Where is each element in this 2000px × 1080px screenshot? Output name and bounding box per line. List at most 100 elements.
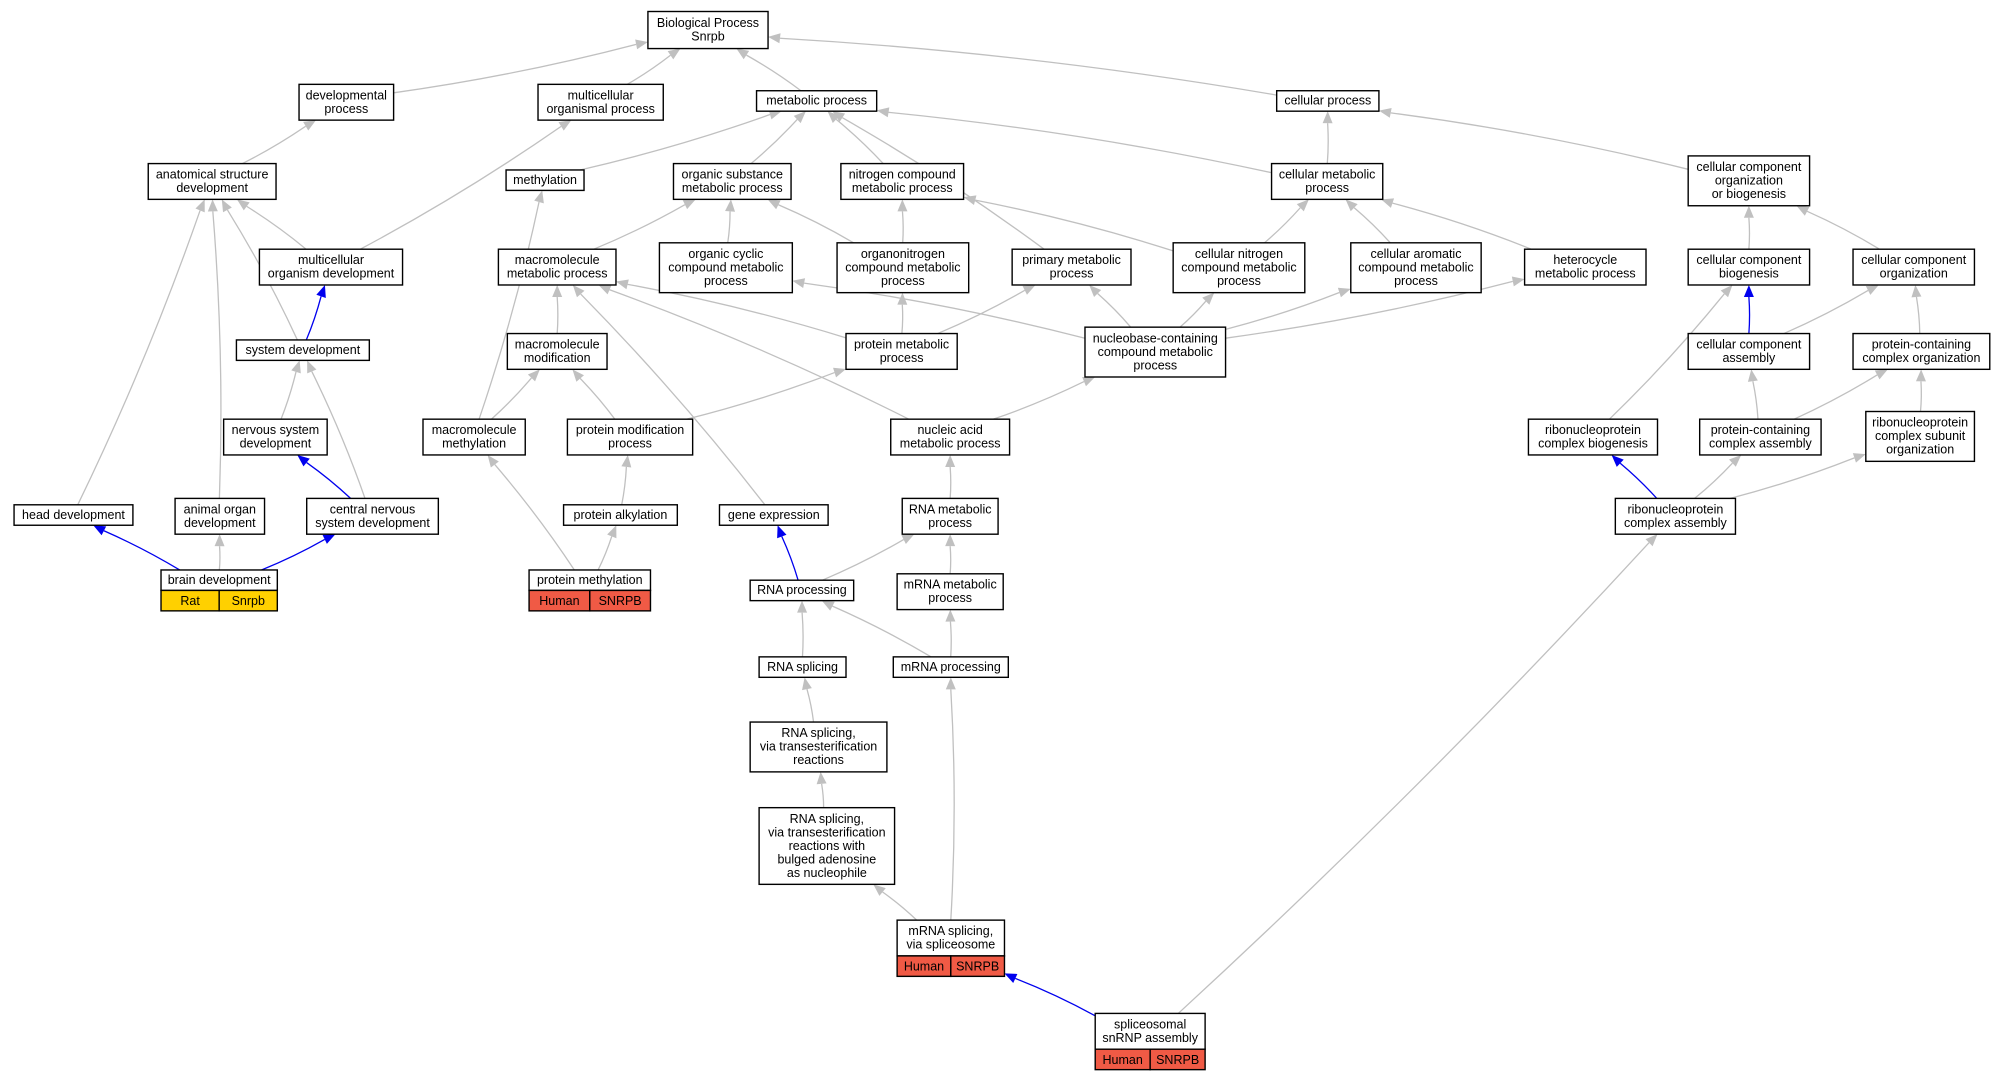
term-box — [892, 656, 1010, 679]
term-node-geneexp[interactable]: gene expression — [718, 504, 829, 526]
edge-rnpassem-to-rnpbio — [1611, 454, 1658, 499]
term-label-line: complex subunit — [1875, 429, 1966, 443]
term-label-line: mRNA processing — [901, 660, 1001, 674]
term-label-line: cellular metabolic — [1279, 167, 1376, 181]
term-node-rnasplicetrans[interactable]: RNA splicing,via transesterificationreac… — [749, 721, 888, 773]
term-label-line: process — [881, 274, 925, 288]
term-node-mrnaproc[interactable]: mRNA processing — [892, 656, 1010, 679]
term-node-cellproc[interactable]: cellular process — [1275, 90, 1380, 112]
edge-line — [1915, 296, 1921, 334]
term-label-line: organization — [1886, 443, 1954, 457]
edge-arrowhead — [792, 278, 806, 289]
edge-line — [1390, 112, 1689, 170]
term-label-line: protein methylation — [537, 573, 643, 587]
term-box — [901, 497, 999, 535]
term-label-line: bulged adenosine — [777, 852, 876, 866]
edge-rnpbio-to-ccbio — [1608, 284, 1733, 420]
edge-line — [306, 462, 352, 499]
edge-arrowhead — [802, 677, 812, 691]
term-node-rnasplice[interactable]: RNA splicing — [758, 656, 847, 679]
tag-label: Snrpb — [232, 594, 265, 608]
edge-protcomporg-to-ccorg — [1911, 284, 1922, 334]
edge-protalk-to-protmod — [621, 454, 632, 505]
edge-arrowhead — [945, 609, 956, 622]
edge-line — [246, 205, 307, 250]
term-node-protalk[interactable]: protein alkylation — [562, 504, 679, 526]
edge-line — [781, 536, 799, 581]
term-label-line: nitrogen compound — [849, 167, 956, 181]
term-node-rnasplicebulged[interactable]: RNA splicing,via transesterificationreac… — [758, 806, 896, 886]
edge-arrowhead — [1865, 284, 1879, 295]
edge-anat-to-devproc — [242, 120, 317, 165]
term-node-metab[interactable]: metabolic process — [755, 90, 878, 112]
tag-label: Human — [539, 594, 579, 608]
edge-line — [1730, 457, 1855, 500]
edge-line — [593, 204, 686, 250]
term-label-line: mRNA metabolic — [904, 578, 997, 592]
term-label-line: anatomical structure — [156, 167, 269, 181]
annotation-tag: SNRPB — [589, 589, 652, 612]
term-box — [537, 83, 664, 121]
edge-ccassem-to-ccbio — [1743, 284, 1754, 334]
edge-line — [1752, 381, 1759, 420]
edge-line — [579, 378, 616, 420]
term-label-line: cellular component — [1696, 160, 1801, 174]
term-label-line: metabolic process — [1535, 267, 1636, 281]
edge-nucbase-to-cellnitro — [1179, 292, 1215, 328]
edge-mrnasplice-to-mrnaproc — [945, 677, 956, 921]
annotation-tag: SNRPB — [950, 955, 1006, 978]
edge-protmethyl-to-protalk — [597, 525, 617, 571]
term-node-rnaproc[interactable]: RNA processing — [749, 579, 855, 602]
edge-line — [1015, 977, 1096, 1017]
edge-arrowhead — [552, 284, 563, 297]
edge-arrowhead — [635, 39, 648, 50]
edge-line — [1353, 207, 1391, 244]
term-node-methyl[interactable]: methylation — [505, 169, 585, 192]
edge-line — [949, 546, 952, 574]
edge-ccorgbio-to-cellproc — [1378, 107, 1689, 170]
edge-arrowhead — [1915, 369, 1926, 382]
term-node-sysdev[interactable]: system development — [235, 339, 371, 362]
term-node-headdev[interactable]: head development — [13, 504, 134, 526]
